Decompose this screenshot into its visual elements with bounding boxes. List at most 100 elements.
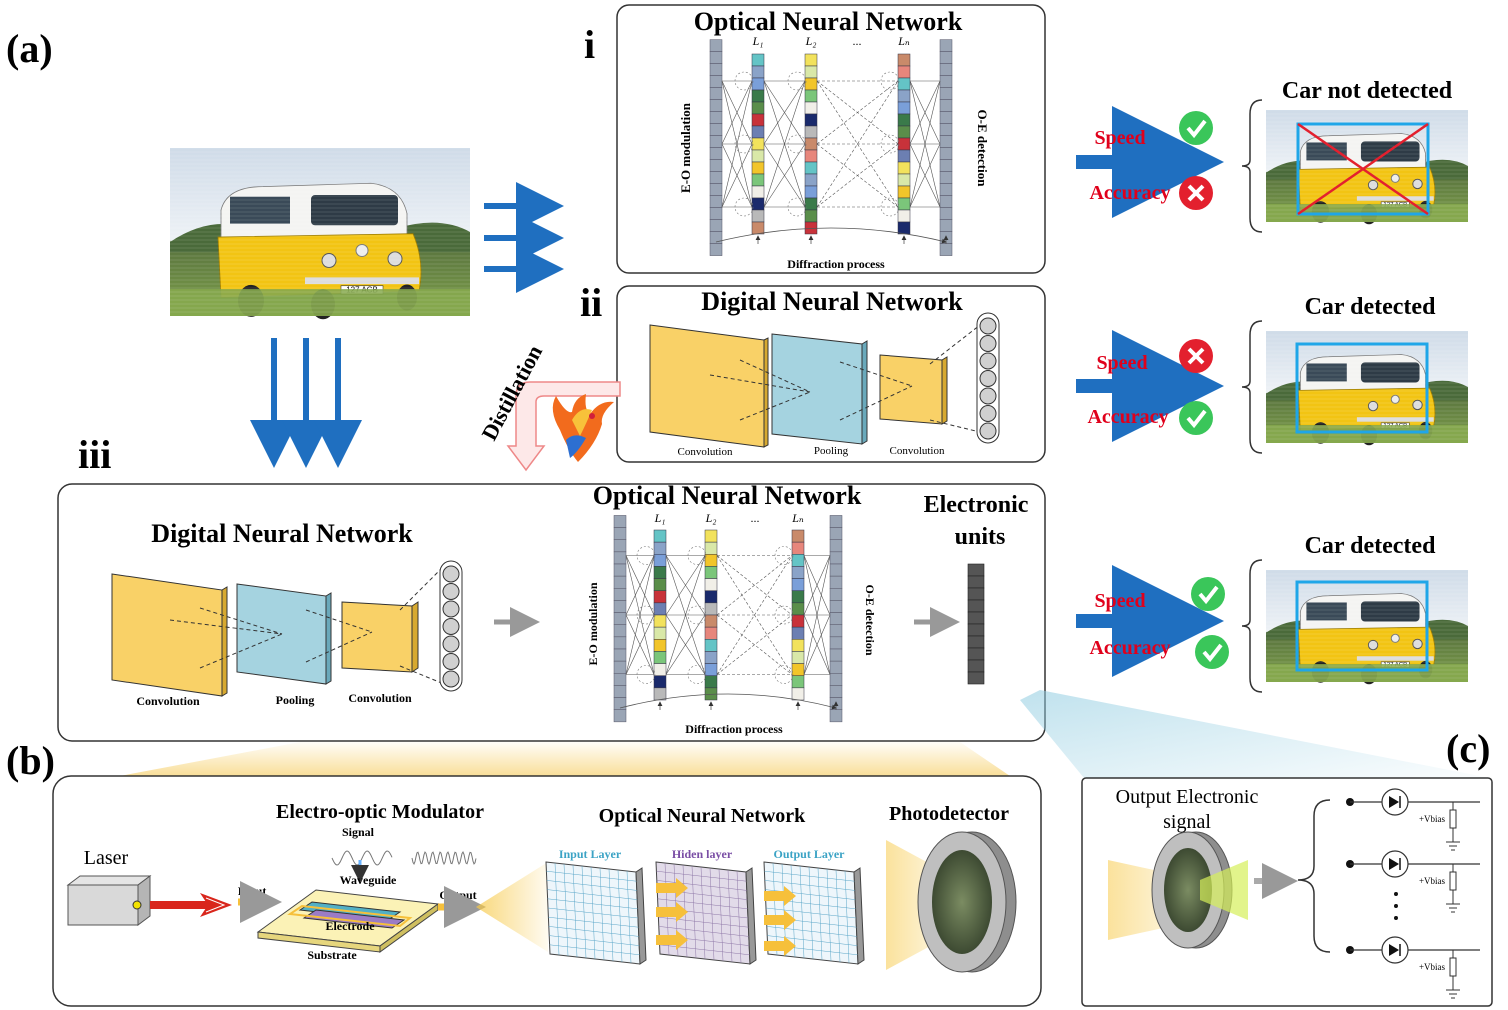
- onn-io-cell: [939, 51, 953, 64]
- onn-io-cell: [939, 111, 953, 124]
- onn-layer-cell: [897, 209, 911, 223]
- onn-diffraction-ring: [880, 197, 900, 217]
- onn-connection: [716, 555, 793, 675]
- hw-onn-plate-edge: [745, 867, 757, 965]
- hw-grid-line: [599, 867, 605, 961]
- onn-connection: [803, 555, 831, 616]
- electronic-unit-cell: [967, 623, 985, 637]
- cross-icon: [1187, 347, 1205, 365]
- onn-layer-cell: [751, 173, 765, 187]
- resistor: [1449, 871, 1457, 891]
- onn-diffraction-ring: [787, 134, 807, 154]
- onn-io-cell: [939, 75, 953, 88]
- onn-io-cell: [613, 515, 627, 528]
- vbias-label: +Vbias: [1419, 814, 1446, 824]
- diode-triangle: [1389, 796, 1399, 808]
- hw-grid-line: [608, 868, 614, 962]
- onn-io-cell: [613, 563, 627, 577]
- hw-grid-line: [766, 926, 857, 937]
- result-3-speed: Speed: [1094, 590, 1145, 612]
- onn-layer-cell: [791, 675, 805, 689]
- onn-diffraction-ring: [880, 71, 900, 91]
- onn-io-cell: [829, 685, 843, 698]
- car-headlight-left: [1367, 639, 1379, 651]
- photodetector-label: Photodetector: [889, 803, 1009, 825]
- eom-device: [256, 850, 477, 953]
- onn-layer-cell: [804, 149, 818, 163]
- onn-io-cell: [613, 612, 627, 625]
- onn-layer-cell: [897, 89, 911, 103]
- onn-io-cell: [939, 243, 953, 256]
- onn-io-cell: [709, 159, 723, 172]
- onn-layer-cell: [897, 125, 911, 139]
- car-bumper: [305, 277, 419, 285]
- onn-io-cell: [613, 527, 627, 540]
- onn-io-cell: [709, 207, 723, 220]
- hw-grid-line: [548, 926, 639, 937]
- onn-layer-cell: [897, 113, 911, 127]
- onn-io-cell: [709, 147, 723, 160]
- onn-diffraction-ring: [687, 546, 707, 565]
- onn-layer-cell: [653, 651, 667, 664]
- result-1-accuracy: Accuracy: [1089, 182, 1170, 204]
- onn-io-cell: [939, 99, 953, 112]
- onn-layer-cell: [751, 161, 765, 175]
- onn-layer-cell: [751, 125, 765, 139]
- onn-diagram: [709, 39, 953, 256]
- dnn-layer-conv1: Convolution: [677, 446, 733, 458]
- hw-grid-line: [844, 870, 850, 964]
- onn-io-cell: [829, 551, 843, 565]
- hw-grid-line: [817, 867, 823, 961]
- onn-io-cell: [613, 636, 627, 650]
- onn-io-cell: [939, 195, 953, 208]
- onn-io-cell: [939, 207, 953, 220]
- onn-io-cell: [613, 575, 627, 589]
- hybrid-dnn-conv1: Convolution: [136, 694, 200, 708]
- onn-layer-cell: [751, 77, 765, 91]
- car-headlight-right: [1412, 178, 1423, 190]
- hw-grid-line: [549, 935, 640, 946]
- hw-onn-title: Optical Neural Network: [599, 805, 807, 827]
- laser-device: [66, 875, 232, 926]
- onn-layer-cell: [751, 149, 765, 163]
- eom-title: Electro-optic Modulator: [276, 801, 484, 823]
- accuracy-status-icon: [1195, 635, 1229, 669]
- zoom-wedge-c: [1020, 690, 1490, 778]
- onn-layer-cell: [791, 651, 805, 664]
- onn-connection: [909, 80, 941, 208]
- hw-light-arrow: [656, 902, 688, 922]
- hw-grid-line: [658, 916, 749, 928]
- onn-layer-cell: [751, 221, 765, 235]
- onn-layer-cell: [751, 53, 765, 67]
- onn-io-cell: [709, 135, 723, 148]
- hw-grid-line: [548, 916, 639, 928]
- onn-io-cell: [709, 99, 723, 112]
- onn-io-cell: [613, 624, 627, 638]
- hw-light-arrow: [656, 930, 688, 950]
- layer-label-dots: ...: [853, 34, 862, 48]
- result-car-image: 127 ACB: [1266, 330, 1468, 446]
- electronic-units-title-2: units: [955, 524, 1006, 550]
- panel-label-b: (b): [6, 738, 55, 783]
- detection-box: [1296, 122, 1430, 216]
- onn-io-cell: [613, 648, 627, 662]
- results-column: 127 ACB127 ACB127 ACB: [1076, 99, 1468, 693]
- hybrid-onn-diagram: [613, 515, 843, 723]
- onn-layer-cell: [704, 578, 718, 591]
- diode-triangle: [1389, 858, 1399, 870]
- car-headlight-right: [387, 251, 403, 267]
- result-2-accuracy: Accuracy: [1087, 406, 1168, 428]
- onn-layer-cell: [751, 185, 765, 199]
- onn-layer-cell: [791, 687, 805, 701]
- hw-grid-line: [765, 907, 857, 919]
- hw-onn-plate-edge: [635, 867, 647, 965]
- onn-layer-cell: [653, 687, 667, 701]
- car-side-window: [1306, 142, 1347, 161]
- onn-layer-cell: [653, 663, 667, 676]
- onn-layer-cell: [751, 101, 765, 115]
- hybrid-dnn-title: Digital Neural Network: [151, 519, 413, 548]
- output-label: Output: [439, 888, 476, 902]
- onn-layer-cell: [897, 137, 911, 151]
- panel-label-iii: iii: [78, 432, 111, 477]
